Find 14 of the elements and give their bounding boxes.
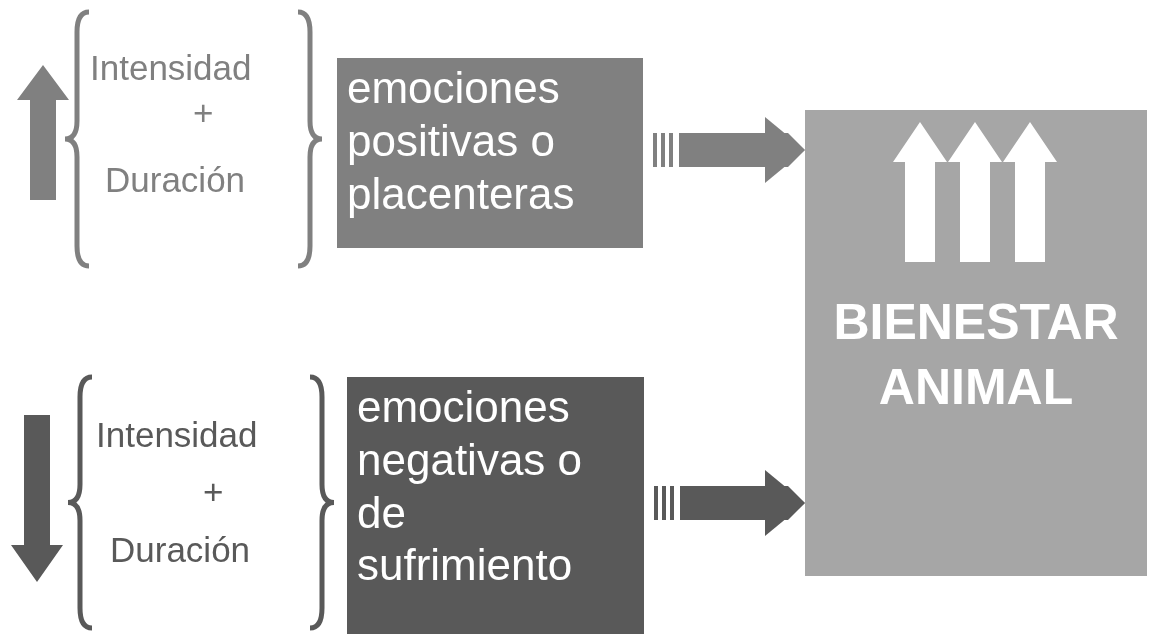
process-box xyxy=(805,110,1147,576)
label-text: + xyxy=(193,93,214,133)
arrow xyxy=(654,470,805,536)
process-box xyxy=(337,58,643,248)
label-text: + xyxy=(203,472,224,512)
process-box xyxy=(347,377,644,634)
label-text: Intensidad xyxy=(96,415,258,455)
label-text: Duración xyxy=(105,160,246,200)
box-text: emociones positivas o placenteras xyxy=(346,62,576,220)
label-text: Intensidad xyxy=(90,48,252,88)
arrow xyxy=(653,117,805,183)
box-text: emociones negativas o de sufrimiento xyxy=(356,381,584,592)
box-text: BIENESTAR ANIMAL xyxy=(832,293,1120,417)
label-text: Duración xyxy=(110,530,251,570)
